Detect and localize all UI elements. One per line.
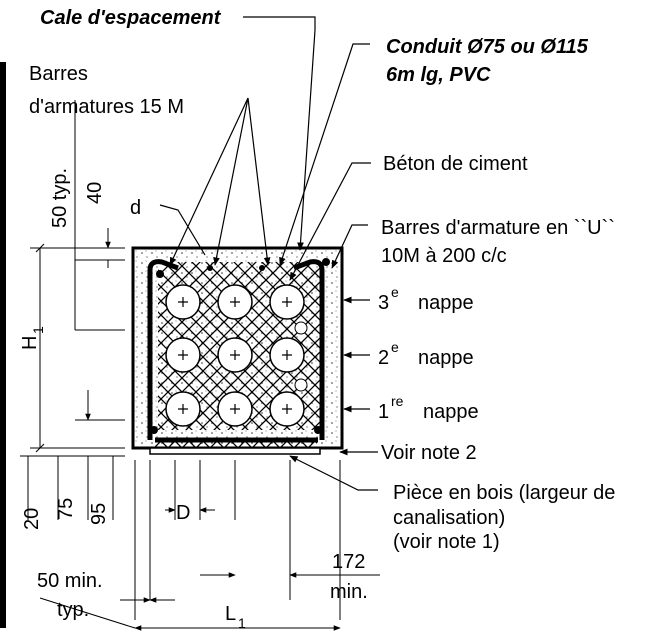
dim-h1: H 1	[19, 326, 46, 350]
label-layer-3: 3 e nappe	[378, 284, 474, 314]
dim-95: 95	[88, 503, 110, 525]
label-wood-2: canalisation)	[393, 507, 505, 529]
svg-text:re: re	[391, 393, 404, 409]
dim-l1: L 1	[225, 603, 246, 631]
dimension-lines	[20, 100, 380, 631]
conduit-3-2	[217, 284, 253, 320]
label-conduit-2: 6m lg, PVC	[386, 64, 491, 86]
conduit-1-2	[217, 391, 253, 427]
conduit-3-1	[165, 284, 201, 320]
conduit-2-3	[269, 337, 305, 373]
svg-text:1: 1	[378, 401, 389, 423]
svg-text:1: 1	[238, 615, 246, 631]
conduits	[165, 284, 308, 427]
label-conduit-1: Conduit Ø75 ou Ø115	[386, 36, 589, 58]
dim-typ: typ.	[57, 599, 89, 621]
dim-20: 20	[21, 508, 43, 530]
svg-text:1: 1	[30, 326, 46, 334]
conduit-2-2	[217, 337, 253, 373]
svg-text:L: L	[225, 603, 236, 625]
label-wood-1: Pièce en bois (largeur de	[393, 482, 615, 504]
label-layer-1: 1 re nappe	[378, 393, 479, 423]
label-layer-2: 2 e nappe	[378, 339, 474, 369]
svg-text:3: 3	[378, 292, 389, 314]
left-border	[0, 62, 6, 628]
dim-min: min.	[330, 581, 368, 603]
dim-D: D	[176, 502, 190, 524]
label-note2: Voir note 2	[381, 442, 477, 464]
dim-75: 75	[55, 498, 77, 520]
svg-text:e: e	[391, 339, 399, 355]
label-stirrup-1: Barres d'armature en ``U``	[381, 217, 615, 239]
conduit-2-1	[165, 337, 201, 373]
dim-172: 172	[332, 551, 365, 573]
label-spacer: Cale d'espacement	[40, 7, 222, 29]
label-wood-3: (voir note 1)	[393, 531, 500, 553]
conduit-1-1	[165, 391, 201, 427]
dim-d: d	[130, 197, 141, 219]
label-rebar-1: Barres	[29, 63, 88, 85]
svg-text:nappe: nappe	[418, 292, 474, 314]
label-stirrup-2: 10M à 200 c/c	[381, 245, 507, 267]
svg-text:H: H	[19, 336, 41, 350]
svg-text:2: 2	[378, 347, 389, 369]
svg-text:nappe: nappe	[418, 347, 474, 369]
rebar-15m	[150, 258, 330, 434]
dim-40: 40	[84, 182, 106, 204]
wood-piece	[149, 447, 321, 455]
label-concrete: Béton de ciment	[383, 153, 528, 175]
svg-text:e: e	[391, 284, 399, 300]
u-stirrup-bars	[147, 259, 325, 443]
dim-50-min: 50 min.	[37, 570, 103, 592]
conduit-1-3	[269, 391, 305, 427]
dim-50-typ: 50 typ.	[49, 168, 71, 228]
svg-text:nappe: nappe	[423, 401, 479, 423]
leader-lines	[159, 16, 378, 491]
conduit-3-3	[269, 284, 305, 320]
label-rebar-2: d'armatures 15 M	[29, 96, 184, 118]
